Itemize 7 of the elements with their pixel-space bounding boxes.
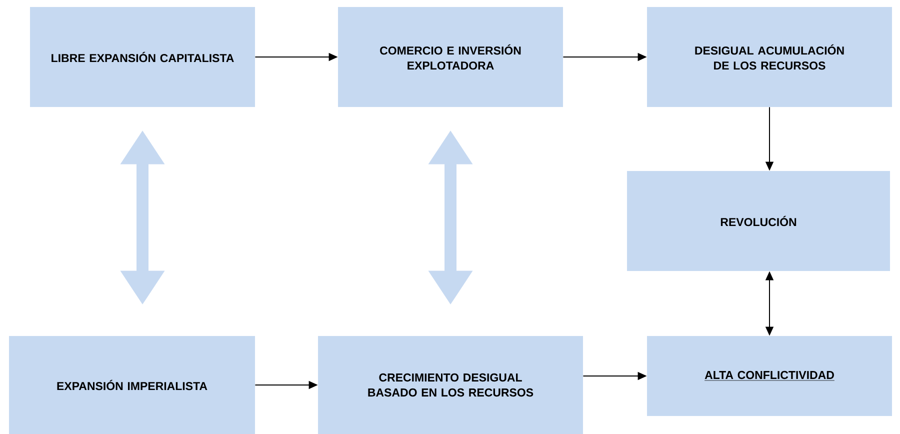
- process-box: COMERCIO E INVERSIÓN EXPLOTADORA: [338, 7, 563, 107]
- process-box: ALTA CONFLICTIVIDAD: [647, 336, 892, 416]
- process-box: CRECIMIENTO DESIGUAL BASADO EN LOS RECURSOS: [318, 336, 583, 434]
- process-box: LIBRE EXPANSIÓN CAPITALISTA: [30, 7, 255, 107]
- process-box: REVOLUCIÓN: [627, 171, 890, 271]
- process-box: DESIGUAL ACUMULACIÓN DE LOS RECURSOS: [647, 7, 892, 107]
- process-box: EXPANSIÓN IMPERIALISTA: [9, 336, 255, 434]
